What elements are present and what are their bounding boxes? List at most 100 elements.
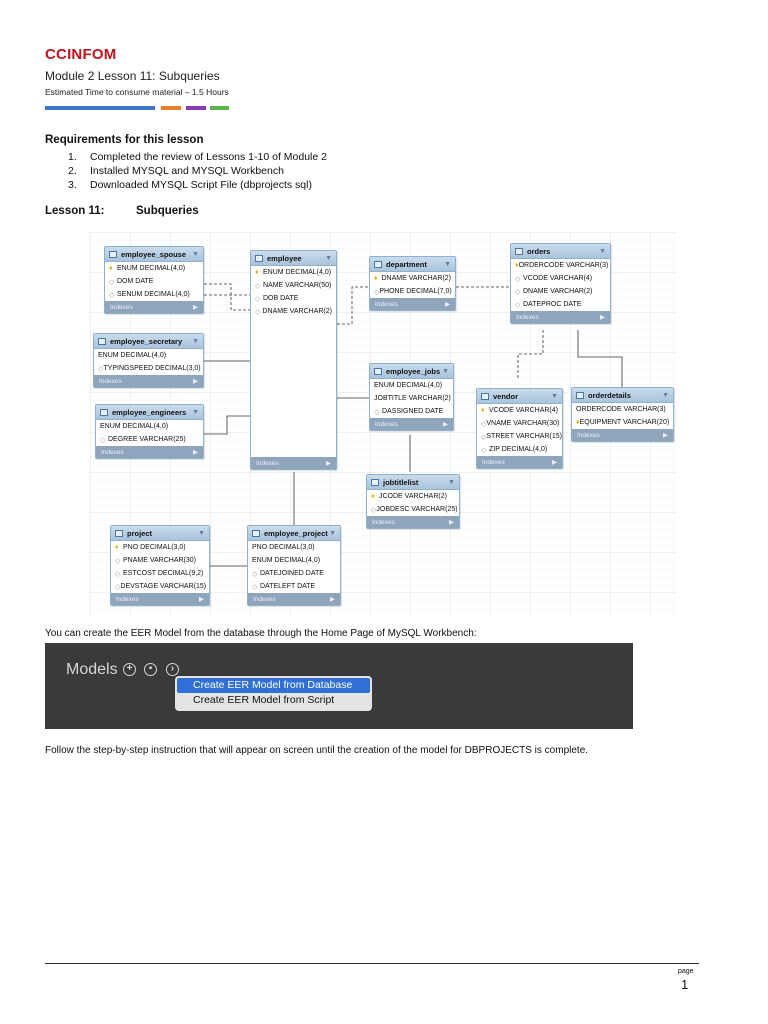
collapse-arrow-icon[interactable]: ▼ — [325, 254, 332, 262]
entity-header: orderdetails▼ — [572, 388, 673, 403]
entity-field: PNO DECIMAL(3,0) — [248, 541, 340, 554]
menu-item-create-from-script[interactable]: Create EER Model from Script — [193, 694, 335, 706]
entity-field: ♦DNAME VARCHAR(2) — [370, 272, 455, 285]
entity-employee-secretary[interactable]: employee_secretary▼ ENUM DECIMAL(4,0) ◇T… — [93, 333, 204, 388]
entity-field: ◇DOB DATE — [251, 292, 336, 305]
expand-arrow-icon: ▶ — [552, 459, 557, 466]
field-text: TYPINGSPEED DECIMAL(3,0) — [103, 365, 201, 372]
expand-arrow-icon: ▶ — [326, 460, 331, 467]
add-model-icon[interactable]: + — [123, 663, 136, 676]
table-icon — [576, 391, 584, 399]
indexes-bar[interactable]: Indexes▶ — [511, 311, 610, 323]
collapse-arrow-icon[interactable]: ▼ — [192, 408, 199, 416]
table-icon — [374, 367, 382, 375]
indexes-bar[interactable]: Indexes▶ — [111, 593, 209, 605]
table-icon — [371, 478, 379, 486]
entity-jobtitlelist[interactable]: jobtitlelist▼ ♦JCODE VARCHAR(2) ◇JOBDESC… — [366, 474, 460, 529]
indexes-bar[interactable]: Indexes▶ — [248, 593, 340, 605]
entity-employee-project[interactable]: employee_project▼ PNO DECIMAL(3,0) ENUM … — [247, 525, 341, 606]
diamond-icon: ◇ — [374, 408, 380, 416]
entity-employee-spouse[interactable]: employee_spouse▼ ♦ENUM DECIMAL(4,0) ◇DOM… — [104, 246, 204, 314]
collapse-arrow-icon[interactable]: ▼ — [662, 391, 669, 399]
table-icon — [100, 408, 108, 416]
table-icon — [515, 247, 523, 255]
bar-orange — [161, 106, 181, 110]
entity-field: ♦ENUM DECIMAL(4,0) — [251, 266, 336, 279]
entity-header: employee▼ — [251, 251, 336, 266]
table-icon — [374, 260, 382, 268]
list-text: Installed MYSQL and MYSQL Workbench — [90, 165, 284, 177]
color-bars — [45, 106, 235, 110]
entity-orders[interactable]: orders▼ ♦ORDERCODE VARCHAR(3) ◇VCODE VAR… — [510, 243, 611, 324]
indexes-label: Indexes — [372, 518, 395, 526]
field-text: PNAME VARCHAR(30) — [123, 557, 196, 564]
diamond-icon: ◇ — [481, 433, 487, 441]
more-options-icon[interactable]: › — [166, 663, 179, 676]
indexes-bar[interactable]: Indexes▶ — [94, 375, 203, 387]
expand-arrow-icon: ▶ — [600, 314, 605, 321]
field-text: ORDERCODE VARCHAR(3) — [576, 406, 666, 413]
field-text: VNAME VARCHAR(30) — [486, 420, 560, 427]
diamond-icon: ◇ — [109, 278, 115, 286]
entity-name: orders — [527, 246, 551, 256]
diamond-icon: ◇ — [115, 583, 121, 591]
requirements-list: 1.Completed the review of Lessons 1-10 o… — [68, 150, 327, 192]
collapse-arrow-icon[interactable]: ▼ — [192, 250, 199, 258]
entity-employee-jobs[interactable]: employee_jobs▼ ENUM DECIMAL(4,0) JOBTITL… — [369, 363, 454, 431]
table-icon — [255, 254, 263, 262]
collapse-arrow-icon[interactable]: ▼ — [192, 337, 199, 345]
entity-orderdetails[interactable]: orderdetails▼ ORDERCODE VARCHAR(3) ♦EQUI… — [571, 387, 674, 442]
diamond-icon: ◇ — [515, 301, 521, 309]
diamond-icon: ◇ — [371, 506, 377, 514]
field-text: DNAME VARCHAR(2) — [381, 275, 452, 282]
entity-department[interactable]: department▼ ♦DNAME VARCHAR(2) ◇PHONE DEC… — [369, 256, 456, 311]
indexes-bar[interactable]: Indexes▶ — [572, 429, 673, 441]
indexes-bar[interactable]: Indexes▶ — [367, 516, 459, 528]
collapse-arrow-icon[interactable]: ▼ — [198, 529, 205, 537]
field-text: ENUM DECIMAL(4,0) — [98, 352, 167, 359]
entity-vendor[interactable]: vendor▼ ♦VCODE VARCHAR(4) ◇VNAME VARCHAR… — [476, 388, 563, 469]
entity-header: employee_spouse▼ — [105, 247, 203, 262]
entity-employee-engineers[interactable]: employee_engineers▼ ENUM DECIMAL(4,0) ◇D… — [95, 404, 204, 459]
entity-employee[interactable]: employee▼ ♦ENUM DECIMAL(4,0) ◇NAME VARCH… — [250, 250, 337, 470]
entity-project[interactable]: project▼ ♦PNO DECIMAL(3,0) ◇PNAME VARCHA… — [110, 525, 210, 606]
field-text: DEVSTAGE VARCHAR(15) — [120, 583, 207, 590]
module-title: Module 2 Lesson 11: Subqueries — [45, 69, 220, 83]
entity-field: ◇VCODE VARCHAR(4) — [511, 272, 610, 285]
field-text: DASSIGNED DATE — [382, 408, 444, 415]
indexes-label: Indexes — [482, 458, 505, 466]
menu-item-create-from-database[interactable]: Create EER Model from Database — [177, 678, 370, 693]
collapse-arrow-icon[interactable]: ▼ — [448, 478, 455, 486]
entity-field: ◇DOM DATE — [105, 275, 203, 288]
diamond-icon: ◇ — [252, 583, 258, 591]
indexes-bar[interactable]: Indexes▶ — [370, 298, 455, 310]
entity-field: ♦ENUM DECIMAL(4,0) — [105, 262, 203, 275]
collapse-arrow-icon[interactable]: ▼ — [442, 367, 449, 375]
course-title: CCINFOM — [45, 46, 117, 63]
open-model-icon[interactable]: ▪ — [144, 663, 157, 676]
indexes-bar[interactable]: Indexes▶ — [370, 418, 453, 430]
key-icon: ♦ — [115, 544, 119, 551]
entity-field: ENUM DECIMAL(4,0) — [370, 379, 453, 392]
collapse-arrow-icon[interactable]: ▼ — [599, 247, 606, 255]
entity-field: ◇VNAME VARCHAR(30) — [477, 417, 562, 430]
list-item: 1.Completed the review of Lessons 1-10 o… — [68, 150, 327, 164]
field-text: ENUM DECIMAL(4,0) — [252, 557, 321, 564]
indexes-bar[interactable]: Indexes▶ — [96, 446, 203, 458]
indexes-bar[interactable]: Indexes▶ — [251, 457, 336, 469]
entity-field: ENUM DECIMAL(4,0) — [94, 349, 203, 362]
indexes-bar[interactable]: Indexes ▶ — [477, 456, 562, 468]
key-icon: ♦ — [481, 407, 485, 414]
entity-field: ◇DEVSTAGE VARCHAR(15) — [111, 580, 209, 593]
collapse-arrow-icon[interactable]: ▼ — [329, 529, 336, 537]
field-text: ENUM DECIMAL(4,0) — [100, 423, 169, 430]
field-text: ZIP DECIMAL(4,0) — [489, 446, 548, 453]
expand-arrow-icon: ▶ — [193, 304, 198, 311]
indexes-bar[interactable]: Indexes▶ — [105, 301, 203, 313]
entity-field: ◇ZIP DECIMAL(4,0) — [477, 443, 562, 456]
estimated-time: Estimated Time to consume material – 1.5… — [45, 87, 229, 97]
indexes-label: Indexes — [116, 595, 139, 603]
collapse-arrow-icon[interactable]: ▼ — [444, 260, 451, 268]
diamond-icon: ◇ — [481, 420, 487, 428]
collapse-arrow-icon[interactable]: ▼ — [551, 392, 558, 400]
